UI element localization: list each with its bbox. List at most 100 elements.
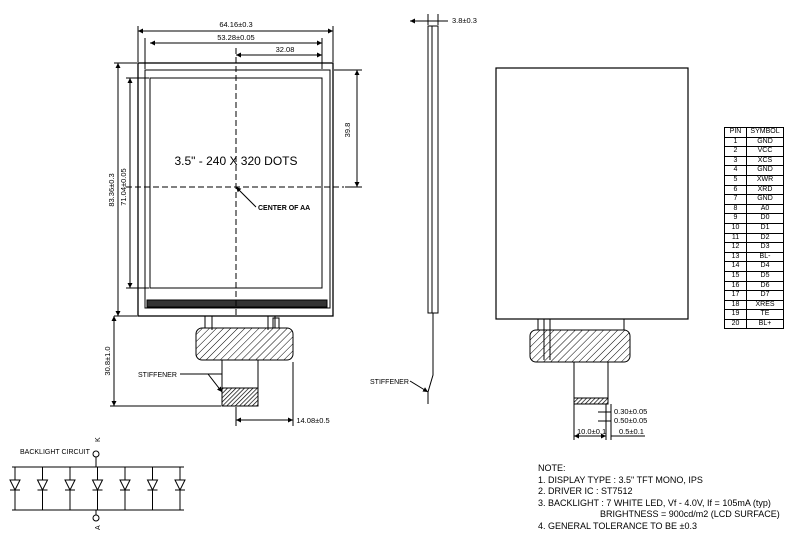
dim-fpc-length: 30.8±1.0 [103, 346, 112, 375]
led-diode [9, 467, 21, 510]
stiffener-front-label: STIFFENER [138, 372, 177, 379]
note-line: 4. GENERAL TOLERANCE TO BE ±0.3 [538, 520, 698, 531]
dim-pitch-b: 0.50±0.05 [614, 416, 647, 425]
pin-number: 9 [724, 213, 747, 224]
pin-symbol: D0 [746, 213, 784, 224]
backlight-circuit-label: BACKLIGHT CIRCUIT [20, 449, 91, 456]
note-line: 1. DISPLAY TYPE : 3.5" TFT MONO, IPS [538, 474, 703, 485]
dim-overall-height: 83.36±0.3 [107, 173, 116, 206]
dim-fpc-width: 14.08±0.5 [296, 416, 329, 425]
pin-number: 10 [724, 222, 747, 234]
pin-symbol: D7 [746, 290, 784, 301]
notes-title: NOTE: [538, 463, 566, 473]
pin-number: 11 [724, 232, 747, 244]
pin-number: 4 [724, 165, 747, 176]
side-view [409, 14, 448, 404]
note-line: 3. BACKLIGHT : 7 WHITE LED, Vf - 4.0V, I… [538, 497, 771, 508]
pin-symbol: XRD [746, 184, 784, 196]
dim-pitch-a: 0.30±0.05 [614, 407, 647, 416]
back-view [495, 67, 689, 440]
dim-aa-center-y: 39.8 [343, 123, 352, 138]
pin-symbol: GND [746, 165, 784, 176]
pin-number: 17 [724, 290, 747, 301]
pin-symbol: D1 [746, 222, 784, 234]
pin-number: 14 [724, 261, 747, 272]
pin-symbol: BL+ [746, 318, 784, 330]
pin-symbol: XWR [746, 174, 784, 186]
dim-thickness: 3.8±0.3 [452, 16, 477, 25]
note-line: BRIGHTNESS = 900cd/m2 (LCD SURFACE) [600, 509, 780, 519]
pin-number: 5 [724, 174, 747, 186]
pin-number: 15 [724, 270, 747, 282]
pin-number: 20 [724, 318, 747, 330]
led-diode [146, 467, 159, 510]
pin-symbol: D5 [746, 270, 784, 282]
dim-aa-center-x: 32.08 [276, 45, 295, 54]
pin-number: 7 [724, 194, 747, 205]
anode-label: A [95, 525, 102, 530]
led-diode [119, 467, 131, 510]
pin-symbol: XRES [746, 299, 784, 311]
pin-number: 13 [724, 251, 747, 263]
front-view [110, 26, 362, 426]
led-diode [174, 467, 186, 510]
pin-symbol: VCC [746, 146, 784, 157]
pin-symbol: GND [746, 194, 784, 205]
pin-symbol: TE [746, 309, 784, 320]
dim-aa-width: 53.28±0.05 [217, 33, 254, 42]
note-line: 2. DRIVER IC : ST7512 [538, 486, 633, 496]
pin-symbol: GND [746, 136, 784, 148]
pin-number: 6 [724, 184, 747, 196]
dim-aa-height: 71.04±0.05 [119, 168, 128, 205]
led-diode [64, 467, 76, 510]
stiffener-side-label: STIFFENER [370, 379, 409, 386]
pin-number: 8 [724, 203, 747, 215]
pin-number: 2 [724, 146, 747, 157]
dim-overall-width: 64.16±0.3 [219, 20, 252, 29]
pin-symbol: BL- [746, 251, 784, 263]
pin-symbol: D2 [746, 232, 784, 244]
cathode-label: K [95, 437, 102, 442]
dim-fpc-total: 10.0±0.1 [577, 427, 606, 436]
pin-number: 16 [724, 280, 747, 292]
pin-number: 18 [724, 299, 747, 311]
pin-number: 1 [724, 136, 747, 148]
display-text: 3.5" - 240 X 320 DOTS [175, 154, 298, 168]
pin-symbol: A0 [746, 203, 784, 215]
symbol-header: SYMBOL [746, 127, 784, 138]
pin-number: 3 [724, 155, 747, 167]
pin-symbol: D3 [746, 242, 784, 253]
center-of-aa-label: CENTER OF AA [258, 205, 310, 212]
notes: NOTE: 1. DISPLAY TYPE : 3.5" TFT MONO, I… [538, 463, 780, 532]
pin-table-header: PIN SYMBOL [724, 127, 784, 138]
pin-symbol: XCS [746, 155, 784, 167]
pin-number: 12 [724, 242, 747, 253]
dim-pitch-c: 0.5±0.1 [619, 427, 644, 436]
led-diode [36, 467, 49, 510]
pin-symbol: D4 [746, 261, 784, 272]
pin-symbol: D6 [746, 280, 784, 292]
backlight-circuit [9, 450, 186, 522]
pin-number: 19 [724, 309, 747, 320]
